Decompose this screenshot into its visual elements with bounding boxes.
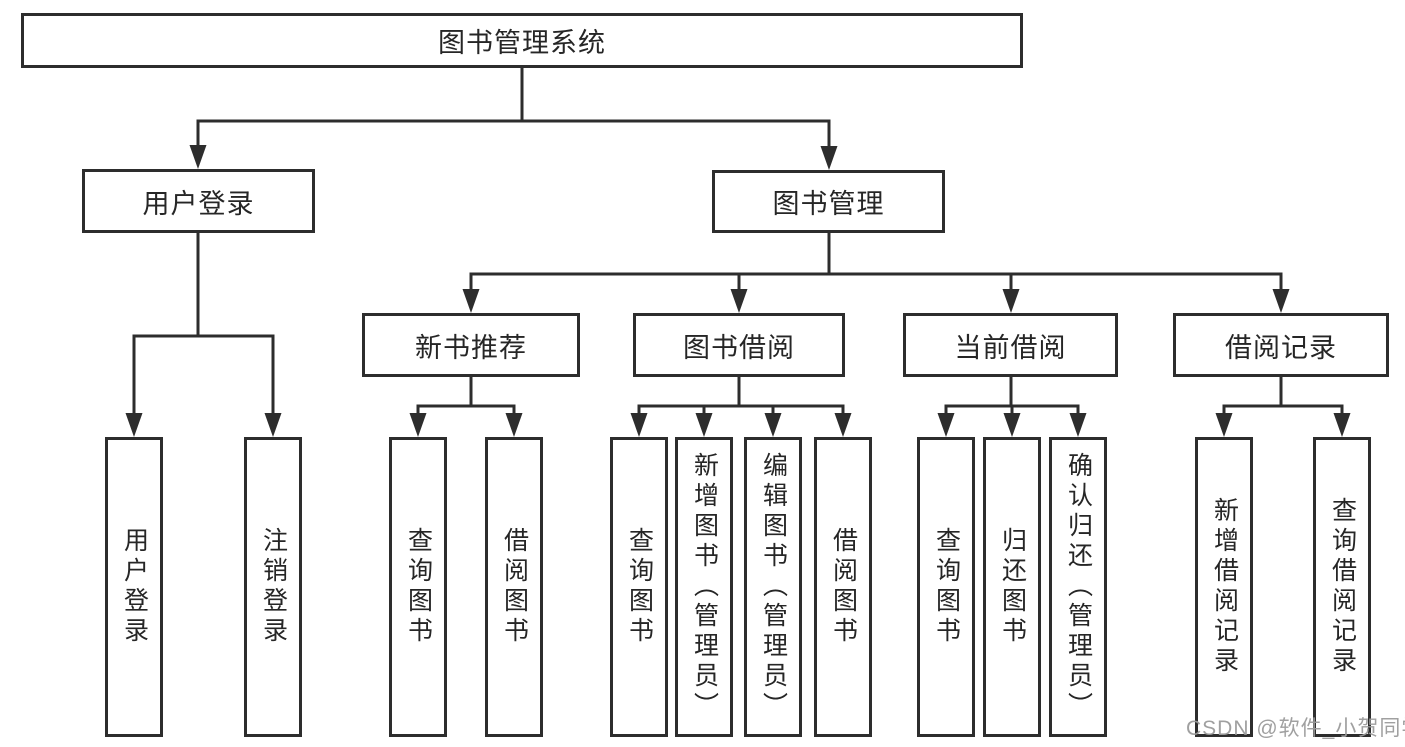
leaf-label: 确认归还（管理员） — [1064, 452, 1093, 722]
node-current-borrow: 当前借阅 — [903, 313, 1118, 377]
leaf-label: 借阅图书 — [829, 527, 858, 647]
leaf-query-books-recommend: 查询图书 — [389, 437, 447, 737]
leaf-label: 查询图书 — [404, 527, 433, 647]
leaf-query-books-current: 查询图书 — [917, 437, 975, 737]
node-library-management-system: 图书管理系统 — [21, 13, 1023, 68]
leaf-logout: 注销登录 — [244, 437, 302, 737]
leaf-label: 查询图书 — [625, 527, 654, 647]
leaf-query-borrow-record: 查询借阅记录 — [1313, 437, 1371, 737]
leaf-borrow-books: 借阅图书 — [814, 437, 872, 737]
leaf-add-books-admin: 新增图书（管理员） — [675, 437, 733, 737]
leaf-label: 编辑图书（管理员） — [759, 452, 788, 722]
leaf-confirm-return-admin: 确认归还（管理员） — [1049, 437, 1107, 737]
csdn-watermark: CSDN @软件_小贺同学 — [1186, 717, 1405, 740]
leaf-label: 用户登录 — [120, 527, 149, 647]
node-borrow-record: 借阅记录 — [1173, 313, 1389, 377]
leaf-label: 查询图书 — [932, 527, 961, 647]
leaf-add-borrow-record: 新增借阅记录 — [1195, 437, 1253, 737]
leaf-label: 借阅图书 — [500, 527, 529, 647]
leaf-return-books: 归还图书 — [983, 437, 1041, 737]
node-book-management: 图书管理 — [712, 170, 945, 233]
leaf-user-login: 用户登录 — [105, 437, 163, 737]
leaf-label: 新增借阅记录 — [1210, 497, 1239, 677]
leaf-label: 注销登录 — [259, 527, 288, 647]
leaf-borrow-books-recommend: 借阅图书 — [485, 437, 543, 737]
leaf-query-books-borrow: 查询图书 — [610, 437, 668, 737]
leaf-label: 查询借阅记录 — [1328, 497, 1357, 677]
leaf-label: 新增图书（管理员） — [690, 452, 719, 722]
node-user-login: 用户登录 — [82, 169, 315, 233]
node-new-book-recommend: 新书推荐 — [362, 313, 580, 377]
leaf-label: 归还图书 — [998, 527, 1027, 647]
node-book-borrow: 图书借阅 — [633, 313, 845, 377]
leaf-edit-books-admin: 编辑图书（管理员） — [744, 437, 802, 737]
